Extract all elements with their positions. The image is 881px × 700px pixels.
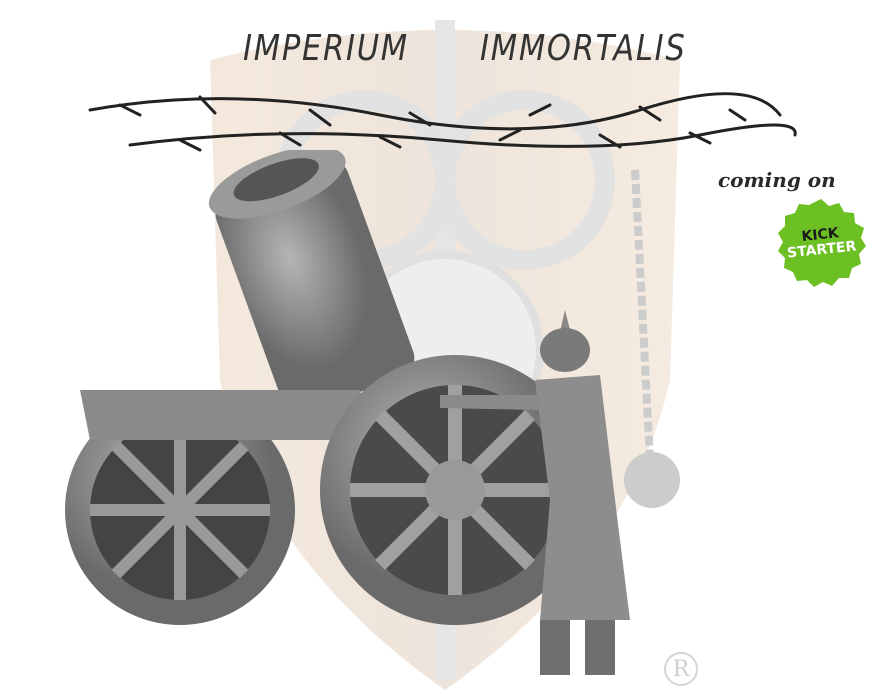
registered-trademark-mark: R [664, 652, 698, 686]
kickstarter-badge[interactable]: KICK STARTER [775, 197, 867, 289]
badge-line2: STARTER [786, 238, 858, 262]
title-imperium: IMPERIUM [243, 28, 409, 69]
barbed-wire-divider [88, 92, 797, 152]
title-immortalis: IMMORTALIS [480, 28, 687, 69]
mortar-cannon-miniature [65, 150, 590, 625]
coming-on-text: coming on [718, 168, 836, 192]
badge-starburst-icon [778, 199, 866, 287]
chain-mace [624, 169, 680, 508]
gas-mask-soldier-miniature [440, 310, 630, 675]
